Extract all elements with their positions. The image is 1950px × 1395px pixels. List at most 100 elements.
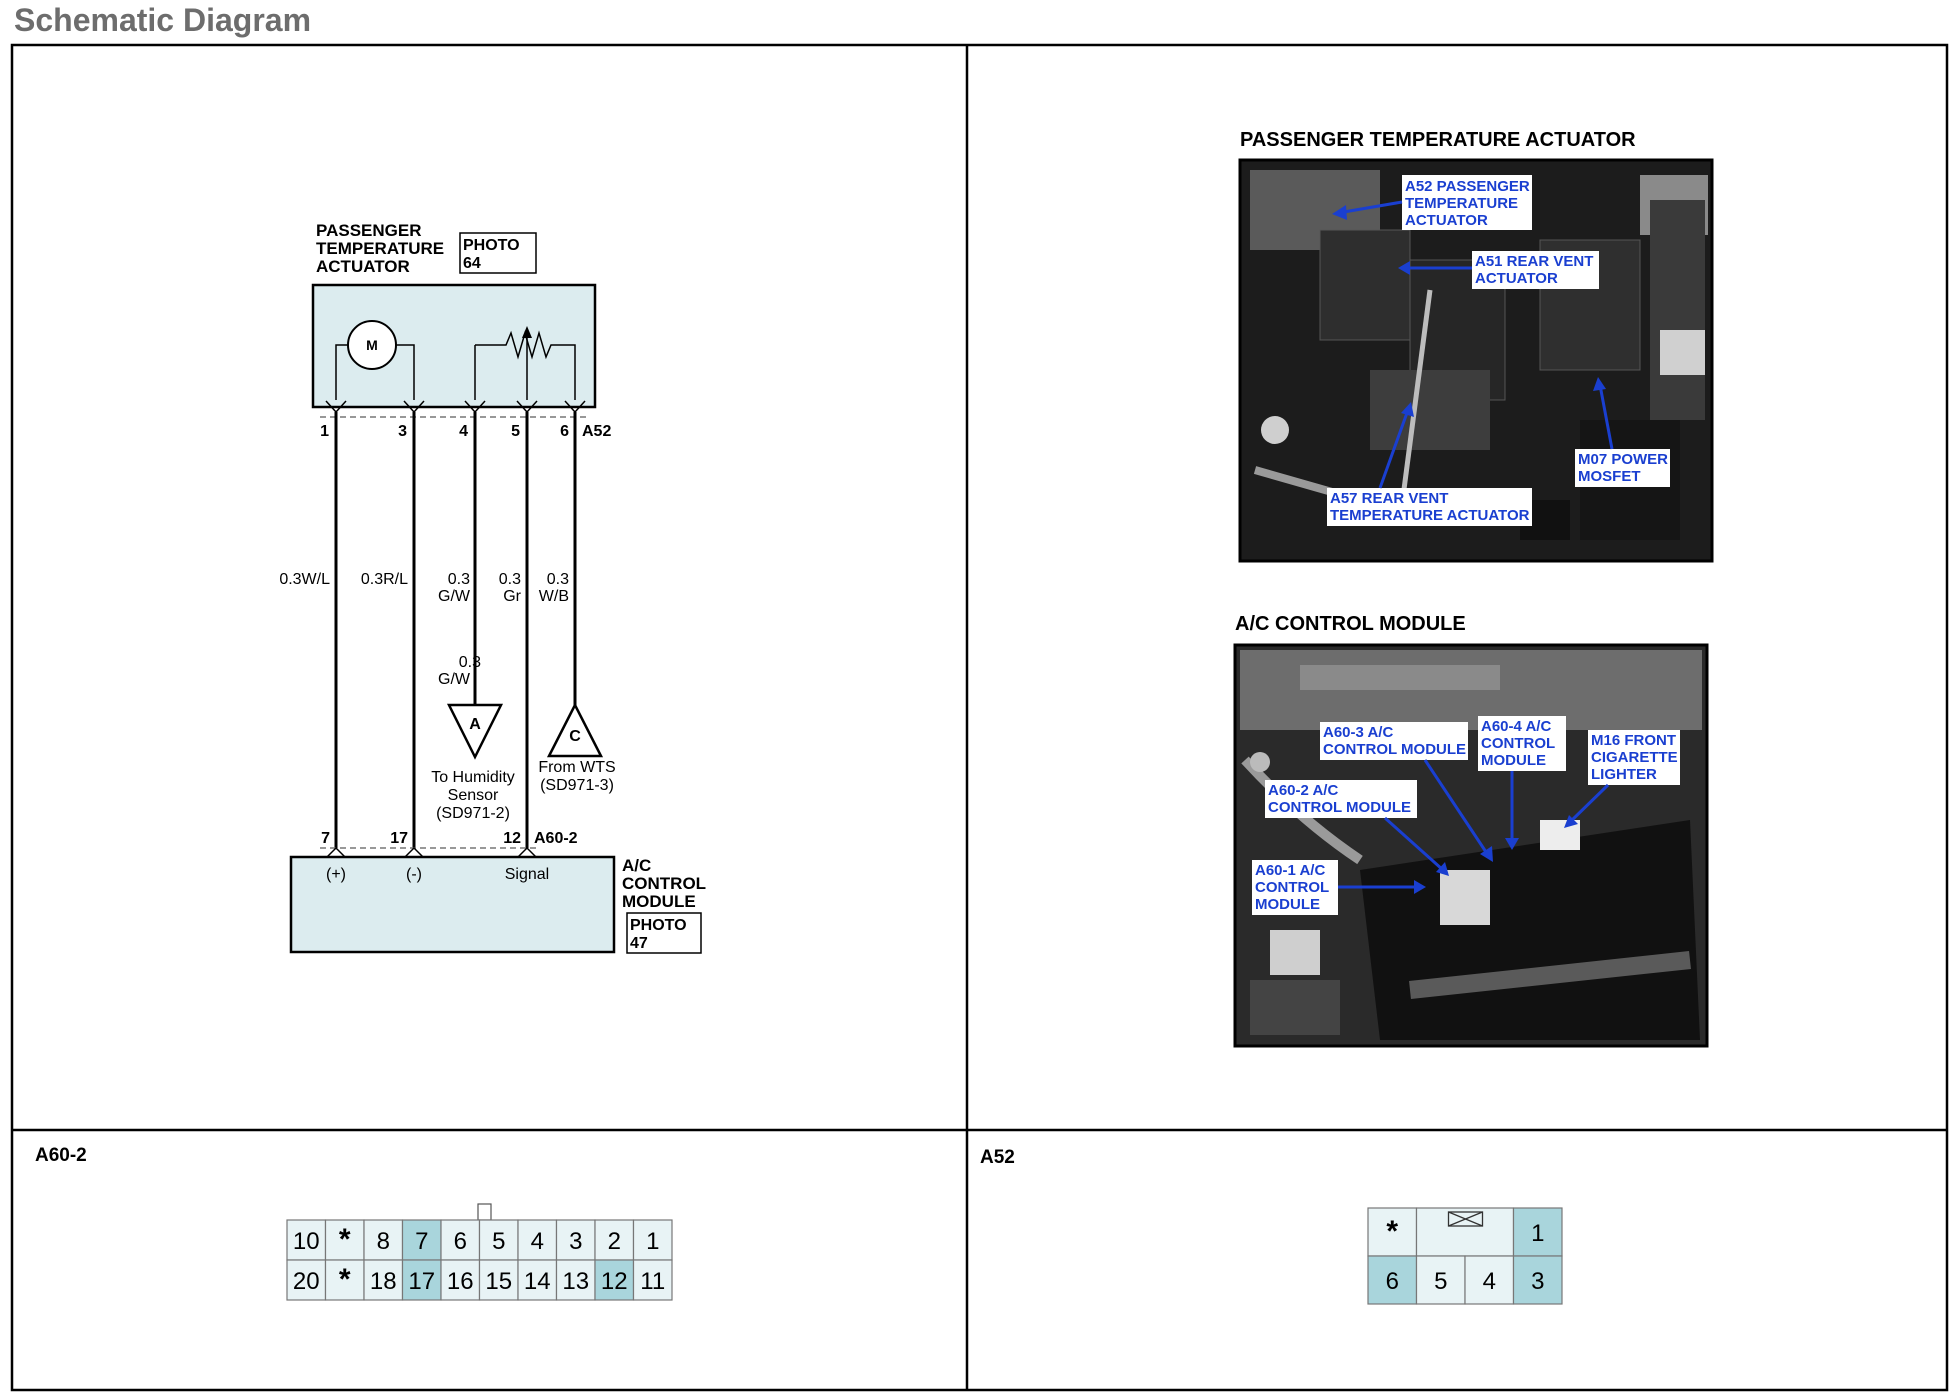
connector-c-text-line1: From WTS [538,759,615,776]
pin-top-4: 4 [459,423,468,440]
pin-top-3: 3 [398,423,407,440]
photo2-callout-m16-line1: M16 FRONT [1591,732,1676,749]
pin-number: 18 [370,1268,397,1295]
photo2-callout-a60-1-box [1252,860,1338,915]
pin-number: 13 [562,1268,589,1295]
pin-number: 17 [408,1268,435,1295]
connector-a-triangle [446,703,504,760]
actuator-name-line2: TEMPERATURE [316,239,444,258]
connector-a52-label: A52 [582,423,611,440]
pin-number: 6 [1386,1268,1399,1295]
pin-number: 14 [524,1268,551,1295]
connector-c-letter: C [569,728,581,745]
pin-number: 4 [1483,1268,1496,1295]
pin-top-1: 1 [320,423,329,440]
wire-label-6-color: W/B [539,588,569,605]
actuator-name-line3: ACTUATOR [316,257,410,276]
pin-bottom-12: 12 [503,830,521,847]
photo2-callout-a60-4-box [1478,716,1566,771]
pin-number: 3 [1531,1268,1544,1295]
pin-number: 5 [1434,1268,1447,1295]
pin-bottom-17: 17 [390,830,408,847]
photo1-callout-a57-line2: TEMPERATURE ACTUATOR [1330,507,1530,524]
terminal-minus: (-) [406,866,422,883]
pin-top-6: 6 [560,423,569,440]
pin-cell [1415,1255,1466,1305]
module-photo-ref-line2: 47 [630,935,648,952]
photo1-callout-m07-line1: M07 POWER [1578,451,1668,468]
module-photo-ref-box [626,912,702,954]
actuator-photo-ref-line2: 64 [463,255,481,272]
pin-number: 7 [415,1228,428,1255]
connector-c-text-line2: (SD971-3) [540,777,614,794]
branch-wire-color: G/W [438,671,471,688]
photo1-callout-a51-line2: ACTUATOR [1475,270,1558,287]
photo1-callout-a52-line3: ACTUATOR [1405,212,1488,229]
pin-cell [1512,1207,1563,1257]
pin-cell [594,1259,635,1301]
wire-label-4-color: G/W [438,588,471,605]
photo1-arrow-a57 [1378,409,1410,489]
pin-cell [1415,1207,1515,1257]
key-symbol-icon [1447,1211,1484,1227]
connector-a-letter: A [469,716,481,733]
connector-a-text-line3: (SD971-2) [436,805,510,822]
connector-a60-2-title: A60-2 [35,1145,87,1166]
wire-label-6-size: 0.3 [547,571,569,588]
photo1-callout-m07-box [1575,449,1670,487]
photo-passenger-temperature-actuator: PASSENGER TEMPERATURE ACTUATOR A52 PASSE… [1238,129,1714,563]
photo2-callout-m16-line2: CIGARETTE [1591,749,1678,766]
wire-label-3: 0.3R/L [361,571,408,588]
photo2-arrow-m16 [1568,783,1610,824]
pin-cell [478,1219,519,1261]
photo2-callout-a60-2-line1: A60-2 A/C [1268,782,1338,799]
pin-number: 15 [485,1268,512,1295]
photo1-arrow-a52 [1337,200,1403,215]
module-name-line2: CONTROL [622,874,706,893]
photo1-callout-a52-line1: A52 PASSENGER [1405,178,1530,195]
pin-cell [1464,1255,1515,1305]
photo2-callout-a60-1-line2: CONTROL [1255,879,1329,896]
photo1-callout-m07-line2: MOSFET [1578,468,1641,485]
pin-top-5: 5 [511,423,520,440]
branch-wire-size: 0.3 [459,654,481,671]
photo2-arrow-a60-2 [1383,816,1445,872]
photo2-callout-a60-3-line1: A60-3 A/C [1323,724,1393,741]
pin-number: 12 [601,1268,628,1295]
module-name-line1: A/C [622,856,651,875]
pin-cell [363,1259,404,1301]
wire-label-5-color: Gr [503,588,521,605]
photo2-callout-a60-4-line1: A60-4 A/C [1481,718,1551,735]
pin-cell [632,1259,673,1301]
pin-number: 1 [1531,1220,1544,1247]
actuator-photo-ref-box [459,232,537,274]
pin-cell [478,1259,519,1301]
photo2-callout-a60-4-line2: CONTROL [1481,735,1555,752]
pin-cell [1512,1255,1563,1305]
pin-cell [555,1259,596,1301]
photo1-arrow-m07 [1598,384,1614,450]
wiring-schematic: PASSENGER TEMPERATURE ACTUATOR PHOTO 64 … [279,221,706,954]
pin-number: 4 [531,1228,544,1255]
pin-number: 2 [608,1228,621,1255]
connector-a60-2-key-tab [477,1203,492,1221]
connector-a-text-line2: Sensor [448,787,499,804]
potentiometer-symbol [475,330,576,400]
page-title: Schematic Diagram [14,2,312,38]
photo2-callout-m16-line3: LIGHTER [1591,766,1657,783]
pin-cell [632,1219,673,1261]
pin-cell [440,1259,481,1301]
module-name-line3: MODULE [622,892,696,911]
photo2-callout-a60-4-line3: MODULE [1481,752,1546,769]
pin-number: 10 [293,1228,320,1255]
photo2-callout-a60-1-line1: A60-1 A/C [1255,862,1325,879]
pin-number: * [339,1263,351,1296]
pin-number: * [339,1223,351,1256]
photo-ac-control-module: A/C CONTROL MODULE A60-3 A/C CONTROL MOD… [1233,613,1709,1048]
pin-cell [324,1219,365,1261]
pin-number: * [1386,1215,1398,1248]
pin-bottom-7: 7 [321,830,330,847]
